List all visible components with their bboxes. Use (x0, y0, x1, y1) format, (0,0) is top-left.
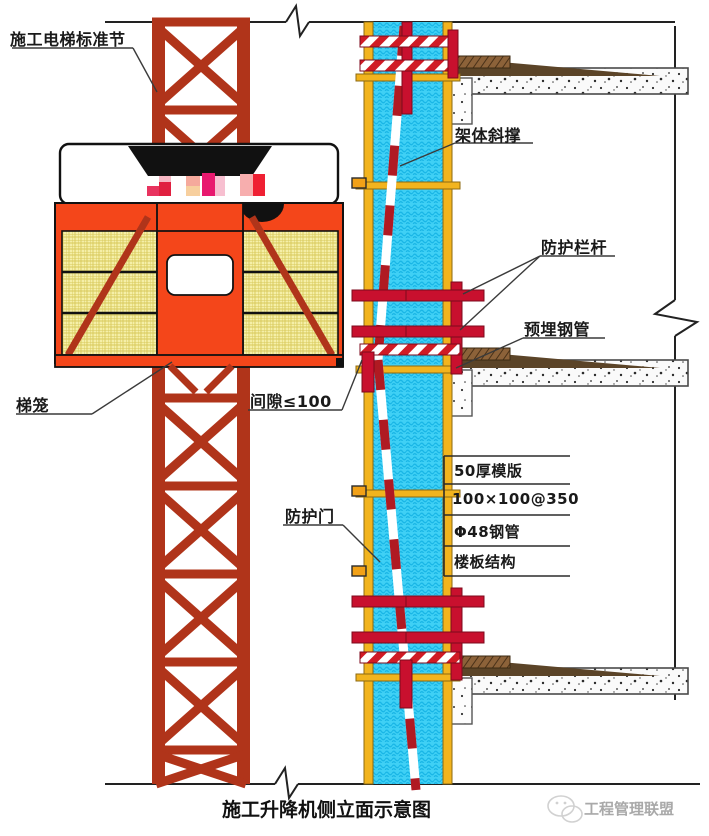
elevator-cage (54, 142, 344, 395)
leader-lines (12, 47, 615, 563)
floor-slab-middle (429, 347, 689, 417)
label-guard-rail: 防护栏杆 (541, 238, 608, 257)
guard-rail-bottom (351, 587, 485, 709)
callout-row-2: Φ48钢管 (454, 523, 521, 541)
callout-row-1: 100×100@350 (452, 490, 580, 508)
callout-row-3: 楼板结构 (454, 553, 517, 571)
label-mast-section: 施工电梯标准节 (10, 30, 126, 49)
label-protective-door: 防护门 (285, 507, 335, 526)
frame-diagonal-brace (373, 25, 421, 791)
wechat-icon (547, 795, 583, 823)
callout-row-0: 50厚模版 (454, 462, 523, 480)
label-gap: 间隙≤100 (250, 392, 332, 411)
elevator-mast (152, 17, 250, 789)
label-frame-diagonal-brace: 架体斜撑 (455, 126, 522, 145)
callout-table-lines (443, 455, 570, 577)
label-cage: 梯笼 (16, 396, 50, 415)
guard-rail-top (359, 21, 459, 115)
label-embedded-steel-pipe: 预埋钢管 (524, 320, 591, 339)
floor-slab-top (429, 55, 689, 125)
floor-slab-bottom (429, 655, 689, 725)
scaffold-tie-brackets (351, 177, 367, 577)
diagram-title: 施工升降机侧立面示意图 (222, 799, 432, 821)
cage-decal (147, 173, 265, 196)
guard-rail-middle (351, 281, 485, 393)
watermark-text: 工程管理联盟 (584, 800, 675, 818)
